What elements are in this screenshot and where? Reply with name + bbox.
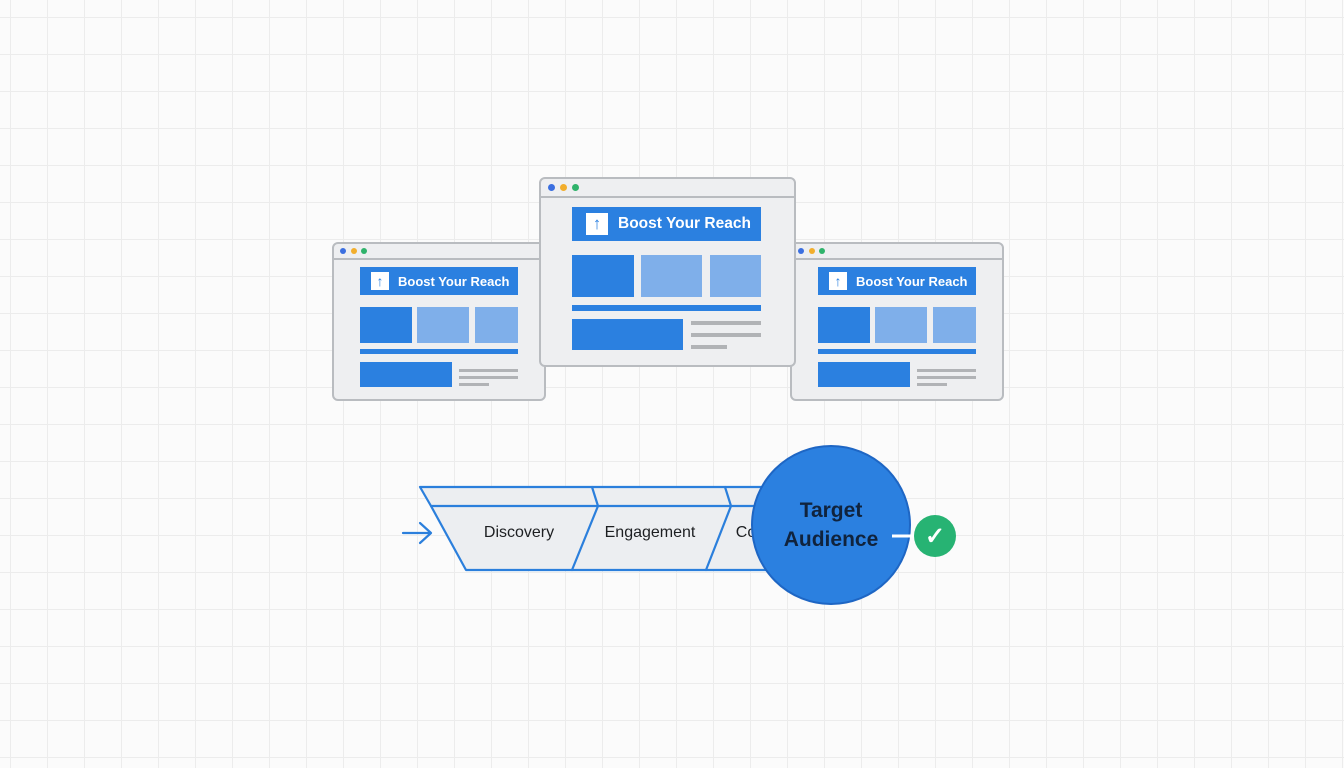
content-block xyxy=(641,255,702,297)
title-bar xyxy=(334,244,544,260)
checkmark-icon: ✓ xyxy=(914,515,956,557)
browser-window-center: ↑ Boost Your Reach xyxy=(539,177,796,367)
entry-arrow-icon xyxy=(401,521,433,545)
boost-banner: ↑ Boost Your Reach xyxy=(818,267,976,295)
text-line xyxy=(459,369,518,372)
content-block xyxy=(417,307,469,343)
text-line xyxy=(691,345,727,349)
window-dot-blue xyxy=(340,248,346,254)
stage-discovery: Discovery xyxy=(483,524,555,541)
content-block xyxy=(360,362,452,387)
stage-divider xyxy=(570,485,600,572)
divider-bar xyxy=(818,349,976,354)
stage-engagement: Engagement xyxy=(604,524,696,541)
content-block xyxy=(572,255,634,297)
text-line xyxy=(917,369,976,372)
title-bar xyxy=(541,179,794,198)
window-dot-yellow xyxy=(351,248,357,254)
browser-window-left: ↑ Boost Your Reach xyxy=(332,242,546,401)
window-dot-green xyxy=(361,248,367,254)
banner-label: Boost Your Reach xyxy=(398,273,510,289)
text-line xyxy=(691,333,761,337)
banner-label: Boost Your Reach xyxy=(856,273,968,289)
window-dot-yellow xyxy=(560,184,567,191)
content-block xyxy=(360,307,412,343)
window-dot-blue xyxy=(548,184,555,191)
title-bar xyxy=(792,244,1002,260)
content-block xyxy=(818,307,870,343)
arrow-up-icon: ↑ xyxy=(586,213,608,235)
window-dot-blue xyxy=(798,248,804,254)
target-label-line1: Target xyxy=(799,499,863,522)
text-line xyxy=(917,376,976,379)
banner-label: Boost Your Reach xyxy=(618,215,751,232)
text-line xyxy=(917,383,947,386)
content-block xyxy=(572,319,683,350)
text-line xyxy=(459,376,518,379)
arrow-up-icon: ↑ xyxy=(829,272,847,290)
content-block xyxy=(933,307,976,343)
window-dot-green xyxy=(572,184,579,191)
text-line xyxy=(691,321,761,325)
target-label-line2: Audience xyxy=(783,528,879,551)
content-block xyxy=(875,307,927,343)
browser-window-right: ↑ Boost Your Reach xyxy=(790,242,1004,401)
window-dot-green xyxy=(819,248,825,254)
content-block xyxy=(475,307,518,343)
arrow-up-icon: ↑ xyxy=(371,272,389,290)
boost-banner: ↑ Boost Your Reach xyxy=(572,207,761,241)
content-block xyxy=(818,362,910,387)
text-line xyxy=(459,383,489,386)
window-dot-yellow xyxy=(809,248,815,254)
divider-bar xyxy=(360,349,518,354)
boost-banner: ↑ Boost Your Reach xyxy=(360,267,518,295)
content-block xyxy=(710,255,761,297)
divider-bar xyxy=(572,305,761,311)
funnel-body xyxy=(418,485,802,572)
stage-divider xyxy=(704,485,733,572)
